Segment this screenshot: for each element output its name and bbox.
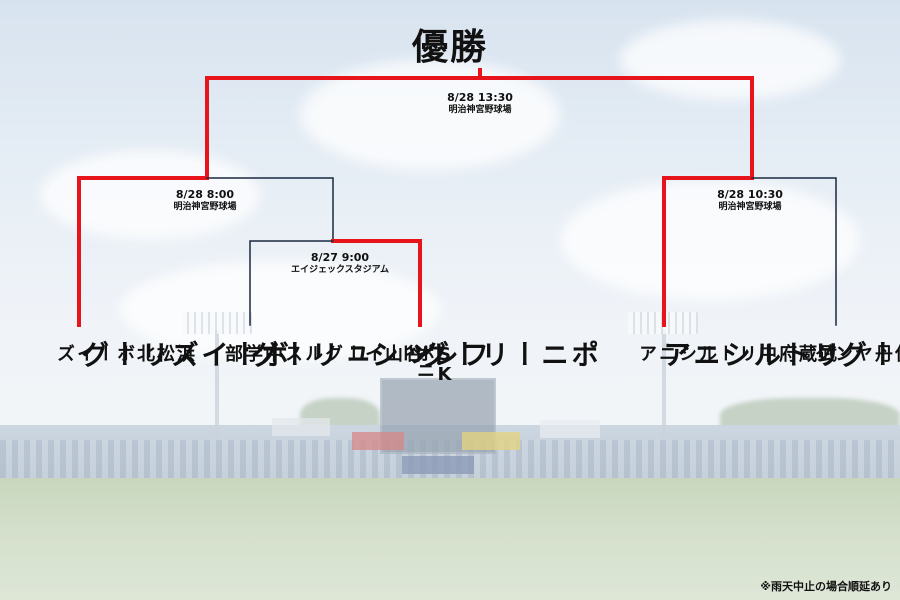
bracket-line-semi-left-top-other (206, 177, 334, 242)
club-name: 浜松北ボーイズ (54, 344, 195, 361)
rain-postponement-note: ※雨天中止の場合順延あり (760, 580, 892, 593)
league-name: ボーイズリーグ (77, 340, 290, 367)
final-match-info: 8/28 13:30 明治神宮野球場 (405, 91, 555, 117)
quarter-left-date: 8/27 9:00 (310, 251, 370, 264)
bracket-line-quarter-left-winner (331, 239, 422, 327)
bracket-line-final-left-arm (205, 76, 482, 180)
final-venue: 明治神宮野球場 (448, 105, 512, 115)
semi-right-date: 8/28 10:30 (717, 188, 783, 201)
club-name: 兵庫伊丹ヤング (812, 344, 900, 361)
bracket-line-quarter-left-other (249, 240, 334, 326)
semi-right-venue: 明治神宮野球場 (718, 202, 782, 212)
quarter-left-venue: エイジェックスタジアム (290, 265, 390, 275)
bracket-line-final-right-arm (478, 76, 754, 180)
bracket-line-semi-right-other (751, 177, 837, 326)
club-name: 武蔵府中リトルシニア (636, 344, 837, 361)
bracket-line-semi-right-winner (662, 176, 754, 327)
league-name: ポニーリーグ (417, 340, 600, 367)
semi-left-venue: 明治神宮野球場 (173, 202, 237, 212)
club-name: 谷山イーグルス中学部 (222, 344, 423, 361)
quarter-left-match-info: 8/27 9:00 エイジェックスタジアム (260, 251, 420, 277)
semi-left-date: 8/28 8:00 (175, 188, 235, 201)
semi-right-match-info: 8/28 10:30 明治神宮野球場 (675, 188, 825, 214)
champion-title: 優勝 (411, 27, 488, 68)
league-name: フレッシュリーグ (247, 340, 490, 367)
club-name: SKポニー (394, 344, 455, 384)
semi-left-match-info: 8/28 8:00 明治神宮野球場 (130, 188, 280, 214)
league-name: ヤングリーグ (835, 340, 900, 367)
bracket-line-semi-left-top-winner (77, 176, 209, 327)
league-name: リトルシニア (659, 340, 842, 367)
final-date: 8/28 13:30 (447, 91, 513, 104)
